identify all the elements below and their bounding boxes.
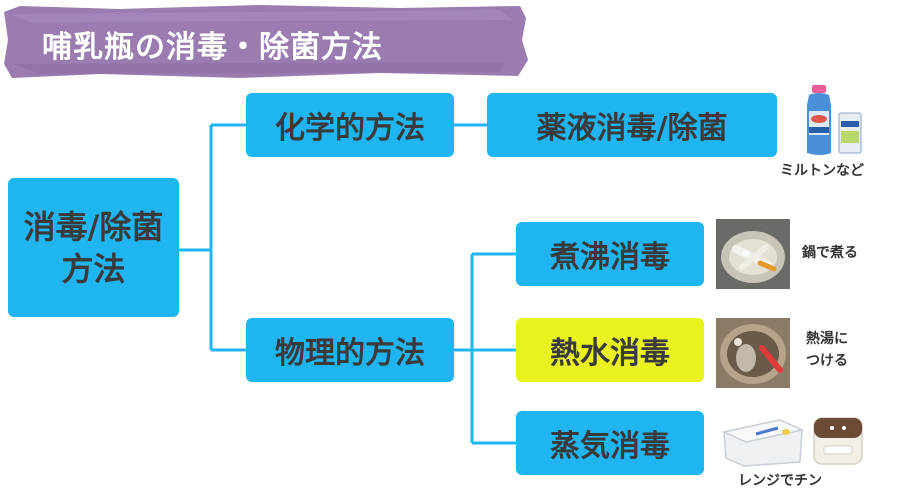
steam-caption: レンジでチン bbox=[738, 473, 822, 489]
physical-method-node: 物理的方法 bbox=[246, 318, 454, 382]
drug-disinfection-label: 薬液消毒/除菌 bbox=[536, 111, 728, 146]
boiling-disinfection-node: 煮沸消毒 bbox=[516, 222, 704, 286]
hot-water-caption-line1: 熱湯に bbox=[806, 331, 848, 347]
hot-water-caption: 熱湯に つける bbox=[806, 328, 848, 372]
boiling-disinfection-label: 煮沸消毒 bbox=[550, 240, 670, 275]
root-node-label-line1: 消毒/除菌 bbox=[23, 207, 164, 246]
title-banner: 哺乳瓶の消毒・除菌方法 bbox=[0, 0, 530, 82]
milton-bottle-and-tablets-icon bbox=[807, 85, 862, 155]
physical-method-label: 物理的方法 bbox=[275, 336, 425, 371]
microwave-steam-case-icon bbox=[721, 417, 863, 467]
hot-water-disinfection-node: 熱水消毒 bbox=[516, 318, 704, 382]
chemical-method-label: 化学的方法 bbox=[275, 111, 425, 146]
steam-disinfection-node: 蒸気消毒 bbox=[516, 411, 704, 475]
chemical-method-node: 化学的方法 bbox=[246, 93, 454, 157]
milton-caption: ミルトンなど bbox=[780, 163, 864, 179]
drug-disinfection-node: 薬液消毒/除菌 bbox=[487, 93, 777, 157]
hot-water-disinfection-label: 熱水消毒 bbox=[550, 336, 670, 371]
boiling-pot-photo bbox=[716, 219, 790, 289]
hot-water-caption-line2: つける bbox=[806, 353, 848, 369]
root-node-label-line2: 方法 bbox=[61, 249, 126, 288]
steam-disinfection-label: 蒸気消毒 bbox=[550, 429, 670, 464]
banner-brush-shape bbox=[4, 5, 528, 78]
boiling-caption: 鍋で煮る bbox=[802, 245, 858, 261]
hot-water-bowl-photo bbox=[716, 318, 790, 388]
page-title: 哺乳瓶の消毒・除菌方法 bbox=[42, 30, 383, 65]
root-node: 消毒/除菌 方法 bbox=[8, 178, 179, 317]
